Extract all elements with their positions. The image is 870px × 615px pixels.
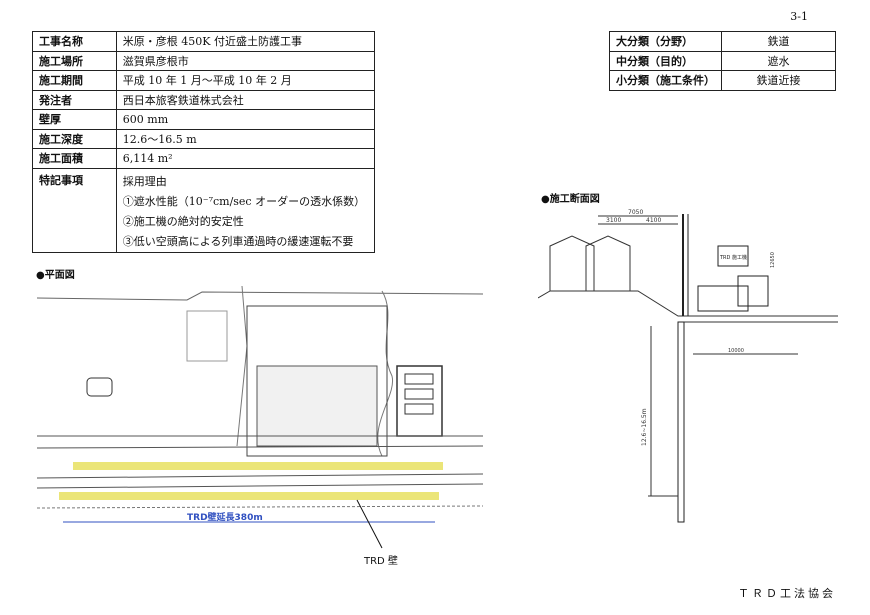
class-value: 遮水 <box>721 50 836 71</box>
project-info-table: 工事名称米原・彦根 450K 付近盛土防護工事 施工場所滋賀県彦根市 施工期間平… <box>32 31 376 253</box>
remarks-item: ③低い空頭高による列車通過時の緩速運転不要 <box>122 234 354 248</box>
table-row: 大分類（分野）鉄道 <box>609 31 836 52</box>
row-value: 滋賀県彦根市 <box>115 50 376 71</box>
dim-label: 4100 <box>646 217 661 224</box>
remarks-row: 特記事項 採用理由 ①遮水性能（10⁻⁷cm/sec オーダーの透水係数） ②施… <box>32 167 376 253</box>
row-label: 工事名称 <box>32 31 117 52</box>
row-label: 施工深度 <box>32 128 117 149</box>
footer-org: ＴＲＤ工法協会 <box>738 587 836 600</box>
trd-wall-highlight <box>73 462 443 470</box>
machine-label: TRD 施工機 <box>719 254 747 261</box>
wall-length-label: TRD壁延長380m <box>187 511 263 523</box>
table-row: 施工期間平成 10 年 1 月～平成 10 年 2 月 <box>32 70 376 91</box>
row-label: 施工期間 <box>32 70 117 91</box>
row-label: 発注者 <box>32 89 117 110</box>
table-row: 施工場所滋賀県彦根市 <box>32 50 376 71</box>
row-label: 施工場所 <box>32 50 117 71</box>
class-value: 鉄道近接 <box>721 70 836 91</box>
trd-wall-highlight <box>59 492 439 500</box>
remarks-item: ②施工機の絶対的安定性 <box>122 214 244 228</box>
row-value: 西日本旅客鉄道株式会社 <box>115 89 376 110</box>
row-value: 平成 10 年 1 月～平成 10 年 2 月 <box>115 70 376 91</box>
class-value: 鉄道 <box>721 31 836 52</box>
plan-title: ●平面図 <box>36 270 75 281</box>
plan-drawing: TRD壁延長380m TRD 壁 <box>37 286 483 576</box>
section-drawing: 7050 3100 4100 TRD 施工機 12650 10000 12.6~… <box>538 209 838 523</box>
row-label: 施工面積 <box>32 148 117 169</box>
dim-label: 12650 <box>770 252 776 268</box>
row-value: 米原・彦根 450K 付近盛土防護工事 <box>115 31 376 52</box>
remarks-heading: 採用理由 <box>122 174 167 188</box>
class-label: 中分類（目的） <box>609 50 722 71</box>
class-label: 小分類（施工条件） <box>609 70 722 91</box>
dim-label: 12.6~16.5m <box>641 408 648 446</box>
table-row: 発注者西日本旅客鉄道株式会社 <box>32 89 376 110</box>
row-value: 12.6～16.5 m <box>115 128 376 149</box>
remarks-body: 採用理由 ①遮水性能（10⁻⁷cm/sec オーダーの透水係数） ②施工機の絶対… <box>115 167 376 253</box>
dim-label: 7050 <box>628 209 643 216</box>
table-row: 工事名称米原・彦根 450K 付近盛土防護工事 <box>32 31 376 52</box>
table-row: 中分類（目的）遮水 <box>609 50 836 71</box>
classification-table: 大分類（分野）鉄道 中分類（目的）遮水 小分類（施工条件）鉄道近接 <box>609 31 836 91</box>
row-label: 壁厚 <box>32 109 117 130</box>
table-row: 小分類（施工条件）鉄道近接 <box>609 70 836 91</box>
dim-label: 10000 <box>728 348 744 354</box>
page-number: 3-1 <box>790 10 808 23</box>
class-label: 大分類（分野） <box>609 31 722 52</box>
remarks-item: ①遮水性能（10⁻⁷cm/sec オーダーの透水係数） <box>122 194 366 208</box>
row-value: 6,114 m² <box>115 148 376 169</box>
dim-label: 3100 <box>606 217 621 224</box>
remarks-label: 特記事項 <box>32 167 117 253</box>
section-title: ●施工断面図 <box>541 194 600 205</box>
wall-callout: TRD 壁 <box>363 554 398 567</box>
row-value: 600 mm <box>115 109 376 130</box>
